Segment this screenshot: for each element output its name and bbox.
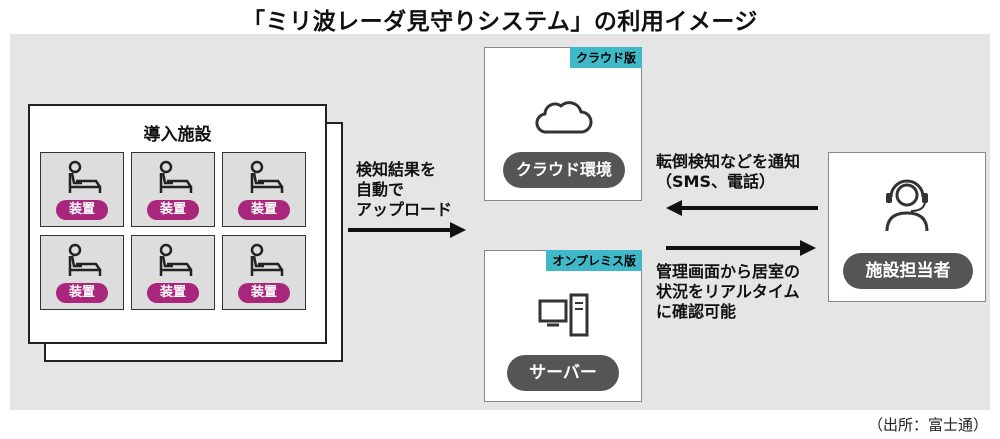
upload-arrow — [348, 222, 466, 238]
device-badge: 装置 — [147, 283, 199, 303]
device-card: 装置 — [131, 235, 215, 310]
device-badge: 装置 — [238, 200, 290, 220]
upload-text-line-3: アップロード — [356, 200, 453, 219]
device-badge: 装置 — [238, 283, 290, 303]
notify-text-line-1: 転倒検知などを通知 — [656, 152, 801, 171]
bed-icon — [68, 160, 102, 193]
manage-text-line-1: 管理画面から居室の — [656, 262, 801, 281]
onprem-box: オンプレミス版 サーバー — [484, 250, 642, 402]
notify-text-line-2: （SMS、電話） — [656, 172, 775, 191]
staff-box: 施設担当者 — [828, 152, 986, 302]
cloud-tag: クラウド版 — [569, 47, 642, 68]
upload-text: 検知結果を 自動で アップロード — [356, 160, 452, 220]
bed-icon — [68, 243, 102, 276]
cloud-box: クラウド版 クラウド環境 — [484, 47, 642, 201]
bed-icon — [159, 243, 193, 276]
bed-icon — [250, 160, 284, 193]
onprem-tag: オンプレミス版 — [546, 250, 642, 271]
source-credit: （出所：富士通） — [867, 416, 988, 434]
bed-icon — [159, 160, 193, 193]
cloud-icon — [535, 101, 593, 134]
device-badge: 装置 — [56, 283, 108, 303]
server-label: サーバー — [507, 355, 619, 391]
device-card: 装置 — [222, 235, 306, 310]
diagram-title: 「ミリ波レーダ見守りシステム」の利用イメージ — [242, 9, 758, 35]
notify-arrow — [666, 200, 818, 216]
device-card: 装置 — [131, 152, 215, 227]
bed-icon — [250, 243, 284, 276]
device-card: 装置 — [222, 152, 306, 227]
device-card: 装置 — [40, 152, 124, 227]
operator-headset-icon — [885, 179, 929, 232]
manage-text-line-3: に確認可能 — [656, 302, 737, 321]
manage-text-line-2: 状況をリアルタイム — [656, 282, 800, 301]
manage-text: 管理画面から居室の 状況をリアルタイム に確認可能 — [656, 262, 800, 322]
device-badge: 装置 — [147, 200, 199, 220]
cloud-env-label: クラウド環境 — [503, 152, 625, 188]
staff-label: 施設担当者 — [843, 253, 973, 289]
device-card: 装置 — [40, 235, 124, 310]
notify-text: 転倒検知などを通知 （SMS、電話） — [656, 152, 800, 192]
server-icon — [538, 293, 589, 337]
facility-title: 導入施設 — [143, 125, 212, 145]
device-badge: 装置 — [56, 200, 108, 220]
manage-arrow — [666, 240, 816, 256]
upload-text-line-1: 検知結果を — [356, 160, 437, 179]
facility-box: 導入施設 装置装置装置装置装置装置 — [28, 104, 327, 344]
upload-text-line-2: 自動で — [356, 180, 405, 199]
